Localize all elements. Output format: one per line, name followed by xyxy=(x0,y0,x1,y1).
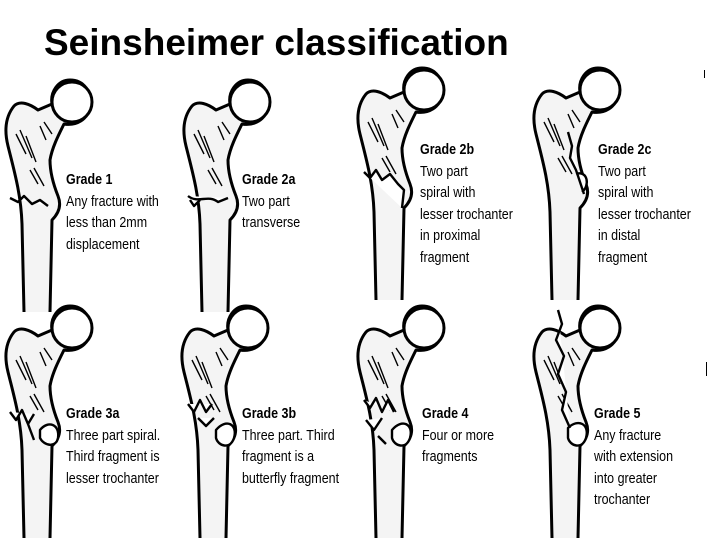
trabecular-hatching xyxy=(367,347,405,413)
grade-description-line: with extension xyxy=(594,449,674,465)
grade-caption: Grade 2b Two part spiral with lesser trocha… xyxy=(420,140,513,269)
grade-description-line: lesser trochanter xyxy=(598,206,691,223)
fracture-line xyxy=(187,194,229,208)
grade-description-line: fragment xyxy=(598,249,648,266)
femoral-head xyxy=(578,306,622,350)
fracture-line xyxy=(187,398,236,447)
grade-description-line: displacement xyxy=(66,236,140,253)
grade-label: Grade 5 xyxy=(594,406,641,422)
grade-description-line: Four or more xyxy=(422,427,495,444)
femoral-head xyxy=(402,306,446,350)
grade-description-line: in distal xyxy=(598,228,641,244)
grade-label: Grade 3a xyxy=(66,406,120,422)
grade-description-line: Three part spiral. xyxy=(66,427,161,444)
grade-description-line: less than 2mm xyxy=(66,215,148,231)
grade-description-line: into greater xyxy=(594,470,658,487)
fracture-line xyxy=(554,309,588,447)
grade-description-line: Two part xyxy=(598,163,646,180)
grade-label: Grade 2b xyxy=(420,142,475,158)
femur-illustration xyxy=(4,78,94,313)
grade-label: Grade 4 xyxy=(422,406,469,422)
grade-caption: Grade 3a Three part spiral. Third fragment… xyxy=(66,404,160,490)
fracture-line xyxy=(9,408,60,446)
femoral-head xyxy=(50,80,94,124)
grade-caption: Grade 2a Two part transverse xyxy=(242,170,300,235)
trabecular-hatching xyxy=(193,121,231,187)
grade-description-line: fragment xyxy=(420,249,470,266)
grade-caption: Grade 1 Any fracture with less than 2mm dis… xyxy=(66,170,159,256)
trabecular-hatching xyxy=(15,121,53,187)
femoral-head xyxy=(578,68,622,112)
grade-caption: Grade 4 Four or more fragments xyxy=(422,404,494,469)
grade-description-line: lesser trochanter xyxy=(66,470,159,487)
grade-caption: Grade 3b Three part. Third fragment is a bu… xyxy=(242,404,339,490)
grade-caption: Grade 5 Any fracture with extension into gr… xyxy=(594,404,673,512)
grade-description-line: lesser trochanter xyxy=(420,206,513,223)
femoral-head xyxy=(226,306,270,350)
grade-description-line: Any fracture with xyxy=(66,193,159,210)
grade-description-line: in proximal xyxy=(420,228,481,244)
trabecular-hatching xyxy=(543,109,581,175)
grade-description-line: Three part. Third xyxy=(242,427,335,444)
femur-illustration xyxy=(4,304,94,539)
grade-description-line: fragments xyxy=(422,449,478,465)
femoral-head xyxy=(228,80,272,124)
grade-description-line: spiral with xyxy=(420,185,476,201)
grade-label: Grade 3b xyxy=(242,406,297,422)
fracture-line xyxy=(566,131,588,195)
femur-illustration xyxy=(532,66,622,301)
edge-mark xyxy=(706,362,707,376)
trabecular-hatching xyxy=(191,347,229,413)
grade-description-line: Any fracture xyxy=(594,427,662,444)
femur-illustration xyxy=(180,304,270,539)
femur-illustration xyxy=(356,304,446,539)
grade-label: Grade 2c xyxy=(598,142,652,158)
grade-description-line: Two part xyxy=(242,193,290,210)
grade-label: Grade 2a xyxy=(242,172,296,188)
femur-illustration xyxy=(182,78,272,313)
grade-description-line: Two part xyxy=(420,163,468,180)
femoral-head xyxy=(50,306,94,350)
femoral-head xyxy=(402,68,446,112)
femur-illustration xyxy=(356,66,446,301)
grade-label: Grade 1 xyxy=(66,172,113,188)
fracture-line xyxy=(363,396,412,447)
grade-description-line: transverse xyxy=(242,215,301,231)
slide-title: Seinsheimer classification xyxy=(44,22,509,63)
trabecular-hatching xyxy=(15,347,53,413)
trabecular-hatching xyxy=(367,109,405,175)
femur-illustration xyxy=(532,304,622,539)
grade-description-line: spiral with xyxy=(598,185,654,201)
grade-description-line: fragment is a xyxy=(242,449,315,465)
grade-caption: Grade 2c Two part spiral with lesser trocha… xyxy=(598,140,691,269)
fracture-line xyxy=(363,168,406,209)
grade-description-line: butterfly fragment xyxy=(242,470,340,487)
edge-mark xyxy=(704,70,705,78)
grade-description-line: Third fragment is xyxy=(66,449,160,465)
fracture-line xyxy=(9,194,49,207)
grade-description-line: trochanter xyxy=(594,492,651,508)
